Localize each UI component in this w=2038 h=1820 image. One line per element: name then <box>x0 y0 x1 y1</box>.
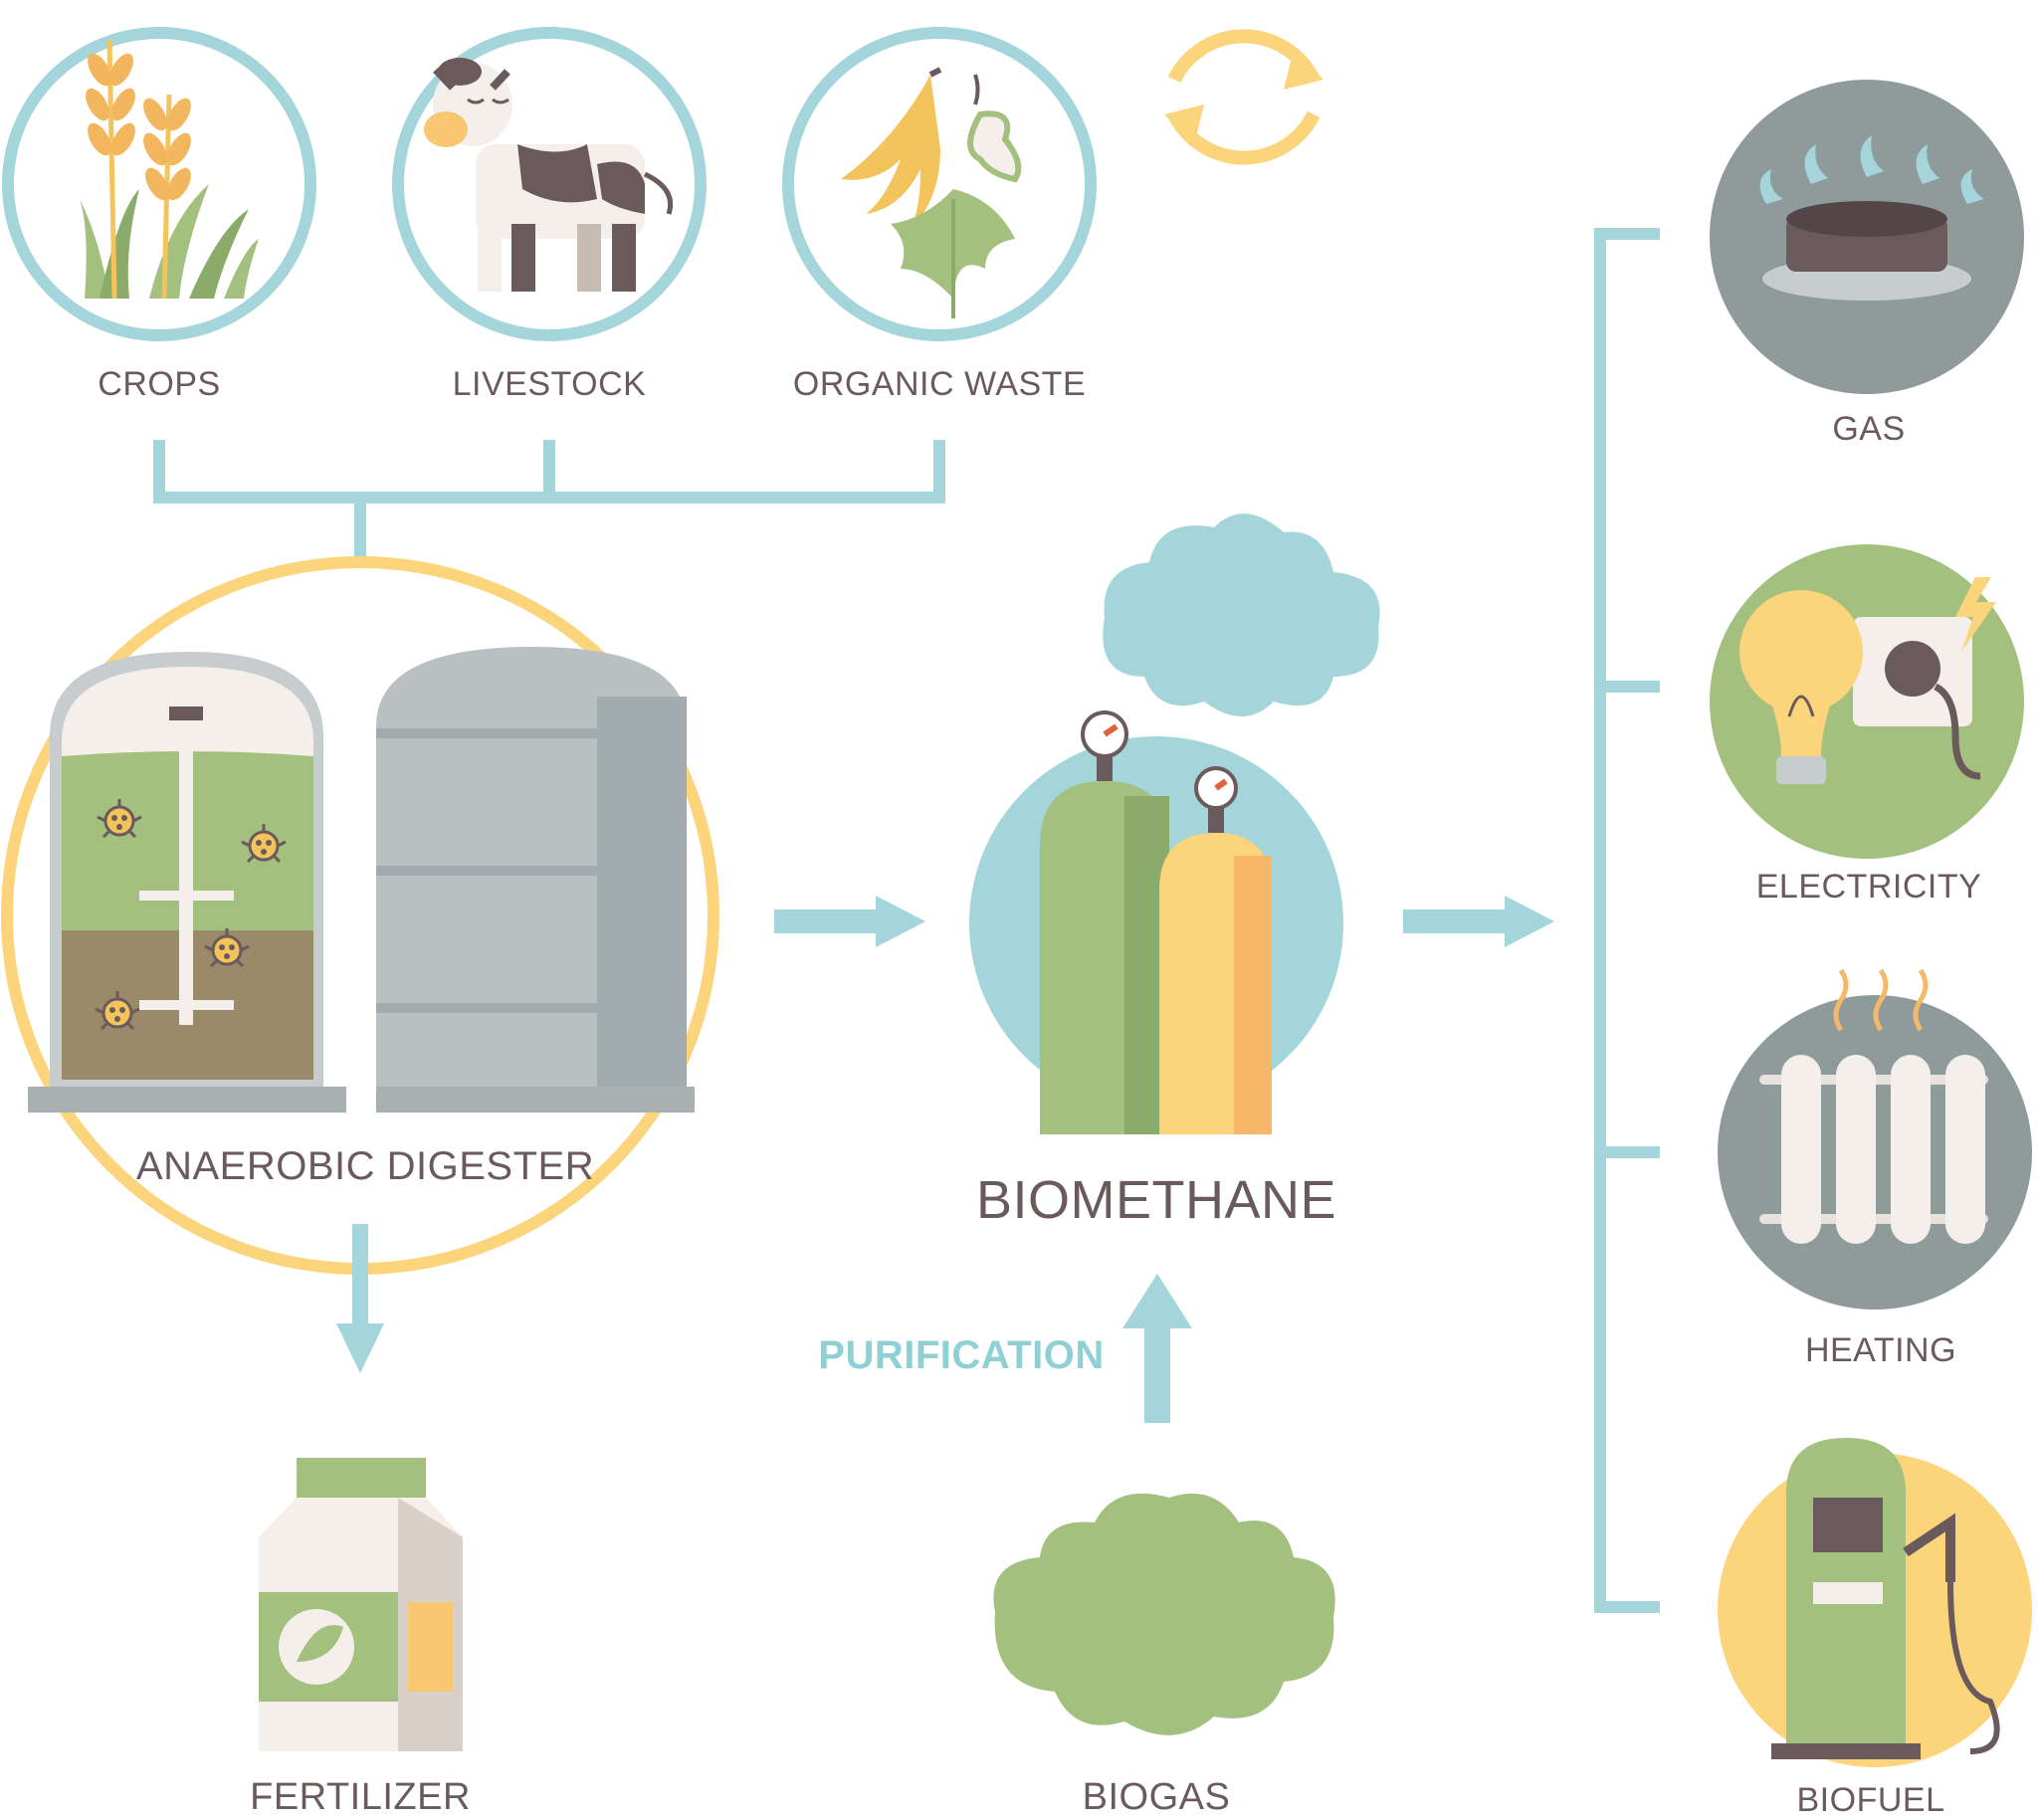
output-label-electricity: ELECTRICITY <box>1755 868 1982 906</box>
digester-label: ANAEROBIC DIGESTER <box>135 1144 595 1188</box>
biomethane-label: BIOMETHANE <box>975 1170 1337 1230</box>
source-label-organic-waste: ORGANIC WASTE <box>792 365 1087 403</box>
lightbulb-plug-icon <box>1710 544 2024 859</box>
source-label-crops: CROPS <box>98 365 221 403</box>
output-label-biofuel: BIOFUEL <box>1796 1781 1945 1819</box>
source-connector <box>153 440 945 587</box>
arrow-to-biomethane <box>774 896 925 947</box>
output-label-gas: GAS <box>1832 410 1906 448</box>
fertilizer-label: FERTILIZER <box>250 1776 471 1818</box>
biogas-cloud-icon <box>993 1493 1335 1735</box>
arrow-to-outputs <box>1403 896 1554 947</box>
cow-icon <box>392 27 707 341</box>
output-bracket <box>1594 228 1660 1613</box>
output-label-heating: HEATING <box>1804 1331 1957 1369</box>
arrow-up-from-biogas <box>1122 1274 1192 1423</box>
purification-label: PURIFICATION <box>818 1333 1105 1377</box>
organic-waste-icon <box>782 27 1097 341</box>
crops-icon <box>2 27 316 341</box>
recycle-icon <box>1164 29 1324 165</box>
fuel-pump-icon <box>1718 1438 2032 1767</box>
gas-cylinders-icon <box>969 710 1343 1134</box>
methane-cloud-icon <box>1103 513 1380 716</box>
biogas-label: BIOGAS <box>1082 1776 1231 1818</box>
source-label-livestock: LIVESTOCK <box>452 365 647 403</box>
gas-burner-icon <box>1710 80 2024 394</box>
digester-icon <box>1 556 719 1275</box>
radiator-icon <box>1718 968 2032 1310</box>
arrow-down-to-fertilizer <box>336 1323 384 1373</box>
arrow-down-to-fertilizer-shaft <box>352 1224 368 1323</box>
fertilizer-bag-icon <box>259 1458 463 1751</box>
